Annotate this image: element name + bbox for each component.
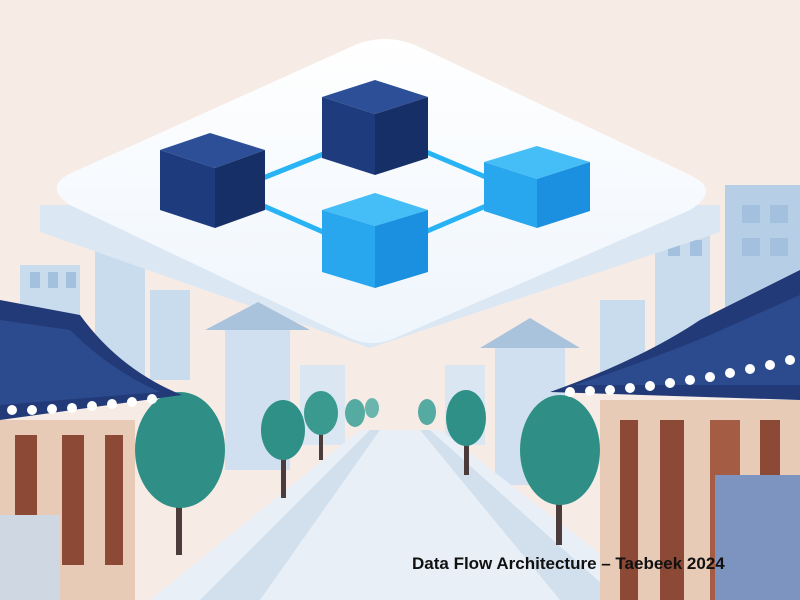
data-node-cube-top [322,80,428,175]
data-node-cube-right [484,146,590,228]
data-node-cube-left [160,133,265,228]
tree [446,390,486,475]
tree [261,400,305,498]
street [150,430,660,600]
trees [135,390,600,555]
image-caption: Data Flow Architecture – Taebeek 2024 [412,554,725,573]
hanok-house-right [550,270,800,600]
hanok-house-left [0,300,182,600]
tree [135,392,225,555]
data-node-cube-bottom [322,193,428,288]
tree [345,398,436,427]
tree [520,395,600,545]
tree [304,391,338,460]
building-windows [30,205,788,288]
